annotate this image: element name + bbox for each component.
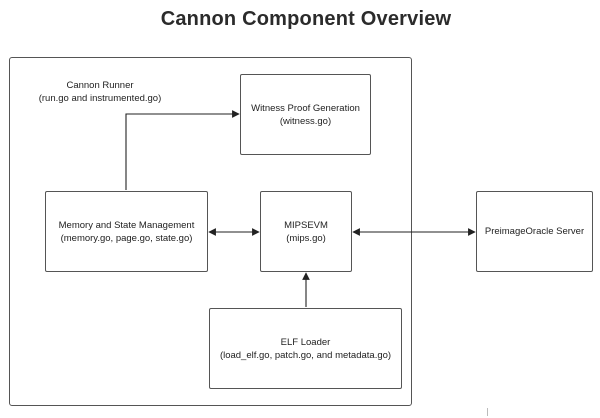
memory-node-files: (memory.go, page.go, state.go) — [60, 232, 193, 244]
cannon-runner-label-line1: Cannon Runner — [66, 80, 134, 91]
footer-tick — [487, 408, 488, 416]
diagram-title: Cannon Component Overview — [160, 8, 452, 30]
witness-node-files: (witness.go) — [279, 115, 332, 127]
mipsevm-node: MIPSEVM (mips.go) — [260, 191, 352, 272]
memory-state-management-node: Memory and State Management (memory.go, … — [45, 191, 208, 272]
mipsevm-node-title: MIPSEVM — [284, 219, 328, 231]
witness-proof-generation-node: Witness Proof Generation (witness.go) — [240, 74, 371, 155]
witness-node-title: Witness Proof Generation — [251, 102, 360, 114]
elf-loader-node: ELF Loader (load_elf.go, patch.go, and m… — [209, 308, 402, 389]
preimage-oracle-server-node: PreimageOracle Server — [476, 191, 593, 272]
memory-node-title: Memory and State Management — [58, 219, 195, 231]
elf-node-files: (load_elf.go, patch.go, and metadata.go) — [219, 349, 392, 361]
mipsevm-node-files: (mips.go) — [286, 232, 326, 244]
cannon-runner-label: Cannon Runner (run.go and instrumented.g… — [30, 79, 170, 105]
preimage-node-title: PreimageOracle Server — [484, 226, 585, 237]
cannon-runner-label-line2: (run.go and instrumented.go) — [38, 93, 162, 104]
elf-node-title: ELF Loader — [280, 336, 331, 348]
arrow-memory-to-witness — [125, 110, 240, 190]
